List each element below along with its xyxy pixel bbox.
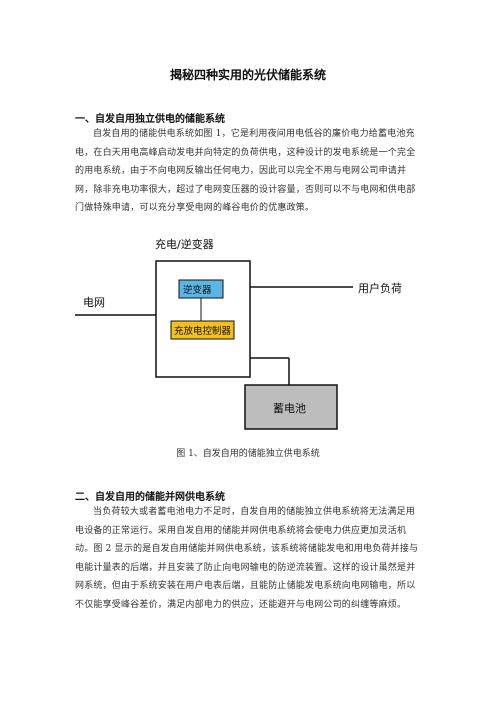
charger-inverter-box xyxy=(155,260,251,378)
load-label: 用户负荷 xyxy=(358,281,402,295)
figure-caption: 图 1、自发自用的储能独立供电系统 xyxy=(176,449,320,459)
controller-label: 充放电控制器 xyxy=(174,325,232,337)
controller-box xyxy=(170,320,235,340)
grid-label: 电网 xyxy=(83,296,105,309)
inverter-label: 逆变器 xyxy=(183,284,212,296)
figure-1-diagram: 充电/逆变器 逆变器 充放电控制器 电网 用户负荷 蓄电池 xyxy=(75,228,435,438)
page-title: 揭秘四种实用的光伏储能系统 xyxy=(169,68,326,82)
section-1-paragraph: 自发自用的储能供电系统如图 1，它是利用夜间用电低谷的廉价电力给蓄电池充电，在白… xyxy=(75,129,416,214)
charger-inverter-label: 充电/逆变器 xyxy=(155,237,214,251)
section-2-paragraph: 当负荷较大或者蓄电池电力不足时，自发自用的储能独立供电系统将无法满足用电设备的正… xyxy=(75,507,419,610)
battery-box xyxy=(244,384,338,430)
battery-label: 蓄电池 xyxy=(273,402,306,415)
section-1-heading: 一、自发自用独立供电的储能系统 xyxy=(75,114,225,125)
section-2-heading: 二、自发自用的储能并网供电系统 xyxy=(75,492,225,503)
